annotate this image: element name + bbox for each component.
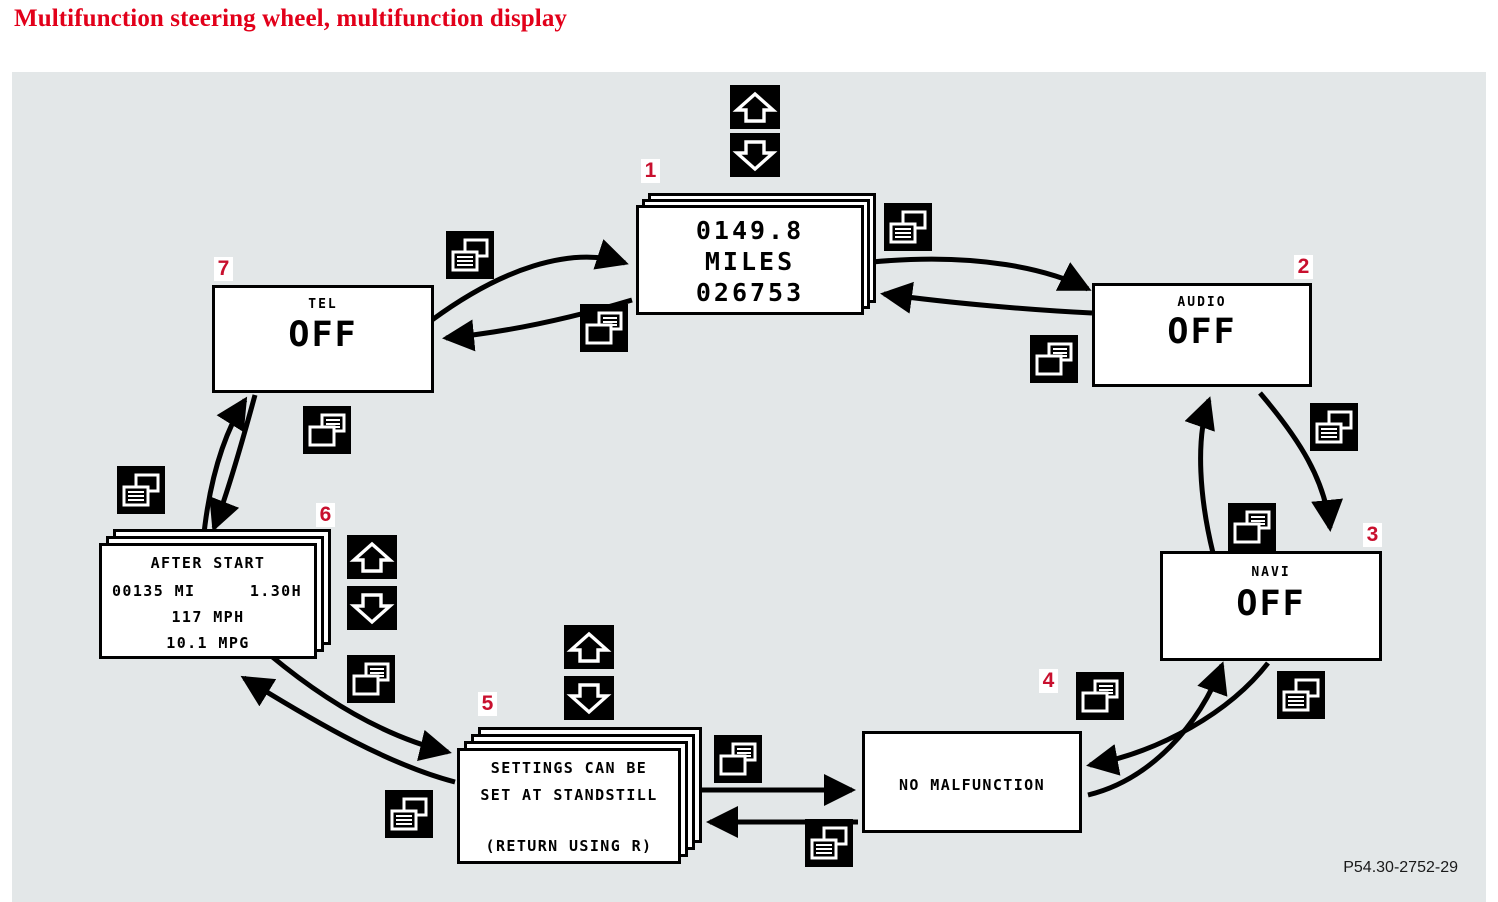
- index-label-5: 5: [478, 692, 497, 716]
- page-title: Multifunction steering wheel, multifunct…: [14, 5, 568, 32]
- screen-odometer[interactable]: 0149.8 MILES 026753: [636, 205, 864, 315]
- screen-malfunction[interactable]: NO MALFUNCTION: [862, 731, 1082, 833]
- after-start-distance: 00135 MI: [112, 582, 196, 600]
- index-label-4: 4: [1039, 669, 1058, 693]
- index-label-1: 1: [641, 159, 660, 183]
- scroll-down-button[interactable]: [564, 676, 614, 720]
- page-back-icon[interactable]: [1076, 672, 1124, 720]
- page-back-icon[interactable]: [1030, 335, 1078, 383]
- navi-header: NAVI: [1251, 565, 1291, 580]
- audio-header: AUDIO: [1177, 295, 1227, 310]
- page-forward-icon[interactable]: [884, 203, 932, 251]
- figure-caption: P54.30-2752-29: [1343, 859, 1458, 876]
- screen-audio[interactable]: AUDIO OFF: [1092, 283, 1312, 387]
- index-label-2: 2: [1294, 255, 1313, 279]
- scroll-up-button[interactable]: [564, 625, 614, 669]
- page-forward-icon[interactable]: [805, 819, 853, 867]
- page-back-icon[interactable]: [580, 304, 628, 352]
- screen-navi[interactable]: NAVI OFF: [1160, 551, 1382, 661]
- odometer-line-2: MILES: [704, 247, 796, 276]
- odometer-line-3: 026753: [695, 278, 805, 307]
- page-back-icon[interactable]: [347, 655, 395, 703]
- scroll-down-button[interactable]: [730, 133, 780, 177]
- scroll-up-button[interactable]: [730, 85, 780, 129]
- page-forward-icon[interactable]: [1277, 671, 1325, 719]
- settings-line-1: SETTINGS CAN BE: [490, 759, 648, 777]
- index-label-6: 6: [316, 503, 335, 527]
- audio-value: OFF: [1167, 312, 1237, 352]
- after-start-consumption: 10.1 MPG: [166, 634, 250, 652]
- screen-after-start[interactable]: AFTER START 00135 MI 1.30H 117 MPH 10.1 …: [99, 543, 317, 659]
- page-forward-icon[interactable]: [117, 466, 165, 514]
- settings-line-3: (RETURN USING R): [485, 837, 653, 855]
- settings-line-2: SET AT STANDSTILL: [480, 786, 658, 804]
- after-start-speed: 117 MPH: [171, 608, 245, 626]
- screen-telephone[interactable]: TEL OFF: [212, 285, 434, 393]
- page-back-icon[interactable]: [303, 406, 351, 454]
- odometer-line-1: 0149.8: [695, 216, 805, 245]
- page-forward-icon[interactable]: [446, 231, 494, 279]
- page-back-icon[interactable]: [714, 735, 762, 783]
- after-start-time: 1.30H: [249, 582, 302, 600]
- tel-header: TEL: [308, 297, 338, 312]
- scroll-up-button[interactable]: [347, 535, 397, 579]
- malfunction-value: NO MALFUNCTION: [898, 776, 1046, 794]
- tel-value: OFF: [288, 315, 358, 355]
- screen-settings[interactable]: SETTINGS CAN BE SET AT STANDSTILL (RETUR…: [457, 748, 681, 864]
- index-label-3: 3: [1363, 523, 1382, 547]
- page-back-icon[interactable]: [1228, 503, 1276, 551]
- page-forward-icon[interactable]: [1310, 403, 1358, 451]
- page-forward-icon[interactable]: [385, 790, 433, 838]
- scroll-down-button[interactable]: [347, 586, 397, 630]
- after-start-header: AFTER START: [150, 554, 266, 572]
- index-label-7: 7: [214, 257, 233, 281]
- navi-value: OFF: [1236, 584, 1306, 624]
